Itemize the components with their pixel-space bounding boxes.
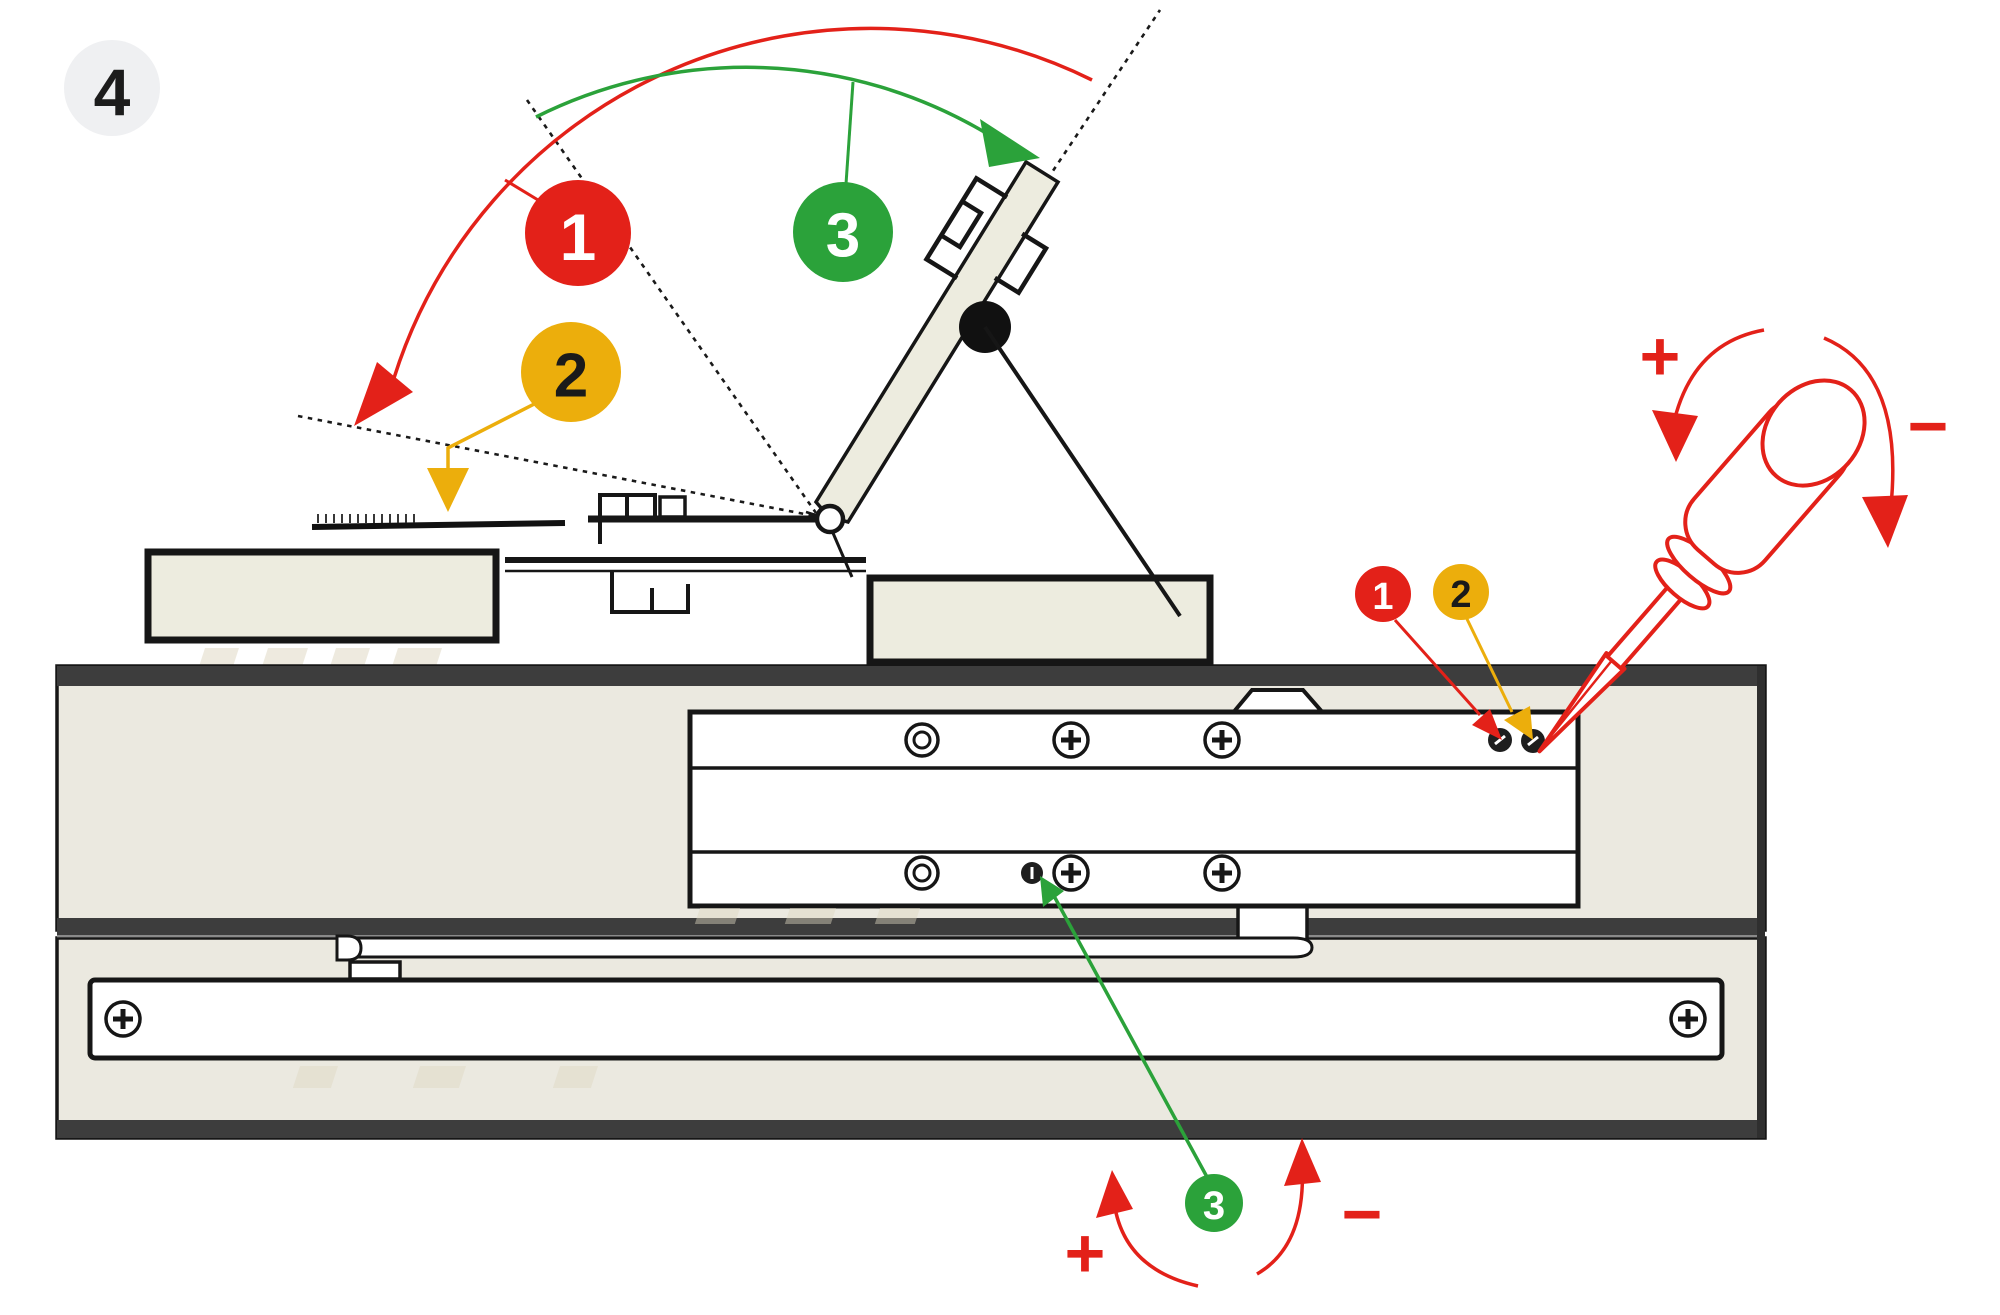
red-arc-arrowhead	[354, 362, 413, 426]
bottom-dark-band	[57, 1120, 1765, 1138]
step-number: 4	[94, 55, 131, 129]
red-arrowhead	[1472, 709, 1502, 740]
right-edge-band	[1757, 666, 1765, 1138]
callout-3-label: 3	[1203, 1184, 1225, 1228]
callout-3-badge-small: 3	[1185, 1174, 1243, 1232]
callout-1-badge-small: 1	[1355, 566, 1411, 622]
callout-1-badge: 1	[525, 180, 631, 286]
separator-dark-band	[57, 918, 1765, 938]
minus-sign: −	[1908, 387, 1949, 465]
hatch-marks	[292, 908, 920, 1088]
door-mid-dashed-line	[525, 99, 818, 514]
ring-screw-icon	[904, 855, 940, 891]
frame-cross-section	[505, 493, 866, 614]
yellow-arrowhead	[427, 468, 469, 512]
screw-callouts: 1 2	[1355, 564, 1533, 740]
callout-2-label: 2	[1450, 574, 1471, 616]
door-closed-dashed-line	[297, 414, 821, 519]
closer-arm-line	[983, 325, 1182, 618]
closer-body	[687, 709, 1581, 909]
bottom-rotation-direction: + −	[1065, 1138, 1383, 1292]
ring-screw-icon	[904, 722, 940, 758]
adjustment-screw-3	[1019, 860, 1045, 886]
top-dark-band	[57, 666, 1765, 686]
door-mounting-bracket	[923, 175, 1050, 296]
latch-position-yellow-pointer	[427, 396, 547, 512]
callout-2-label: 2	[554, 342, 588, 411]
callout-2-badge: 2	[521, 322, 621, 422]
callout-2-badge-small: 2	[1433, 564, 1489, 620]
phillips-screw-icon	[1205, 723, 1239, 757]
door-angle-diagram: 1 2 3	[144, 9, 1214, 692]
slider-end-cap	[335, 934, 363, 962]
swing-angle-red-arc	[354, 26, 1093, 426]
phillips-screw-icon	[1671, 1002, 1705, 1036]
latch-angle-green-arc	[535, 65, 1040, 185]
measuring-scale	[311, 514, 566, 530]
left-floor-panel	[144, 548, 500, 644]
phillips-screw-icon	[1205, 856, 1239, 890]
green-arrowhead	[1040, 876, 1064, 907]
yellow-arrowhead	[1504, 706, 1533, 740]
hinge-pivot	[805, 503, 846, 535]
slide-rail	[87, 977, 1725, 1061]
green-arc-arrowhead	[980, 119, 1040, 167]
plus-sign: +	[1065, 1214, 1106, 1292]
callout-3-label: 3	[826, 202, 860, 271]
connector-tab	[1236, 904, 1309, 942]
callout-1-label: 1	[560, 200, 597, 274]
step-badge-circle	[64, 40, 160, 136]
phillips-screw-icon	[1054, 723, 1088, 757]
minus-sign: −	[1342, 1175, 1383, 1253]
screw3-annotation: 3	[1040, 876, 1243, 1232]
slide-strip	[335, 936, 1314, 959]
slider-block	[348, 960, 402, 981]
step-badge: 4	[64, 40, 160, 136]
right-floor-panel	[866, 574, 1214, 666]
top-rotation-direction: + −	[1640, 317, 1949, 548]
plus-sign: +	[1640, 317, 1681, 395]
phillips-screw-icon	[1054, 856, 1088, 890]
callout-3-badge: 3	[793, 182, 893, 282]
closer-assembly-view	[55, 664, 1767, 1140]
phillips-screw-icon	[106, 1002, 140, 1036]
rotate-minus-arrow-icon	[1823, 336, 1895, 524]
callout-1-label: 1	[1372, 576, 1393, 618]
screwdriver-icon	[1537, 378, 1867, 754]
